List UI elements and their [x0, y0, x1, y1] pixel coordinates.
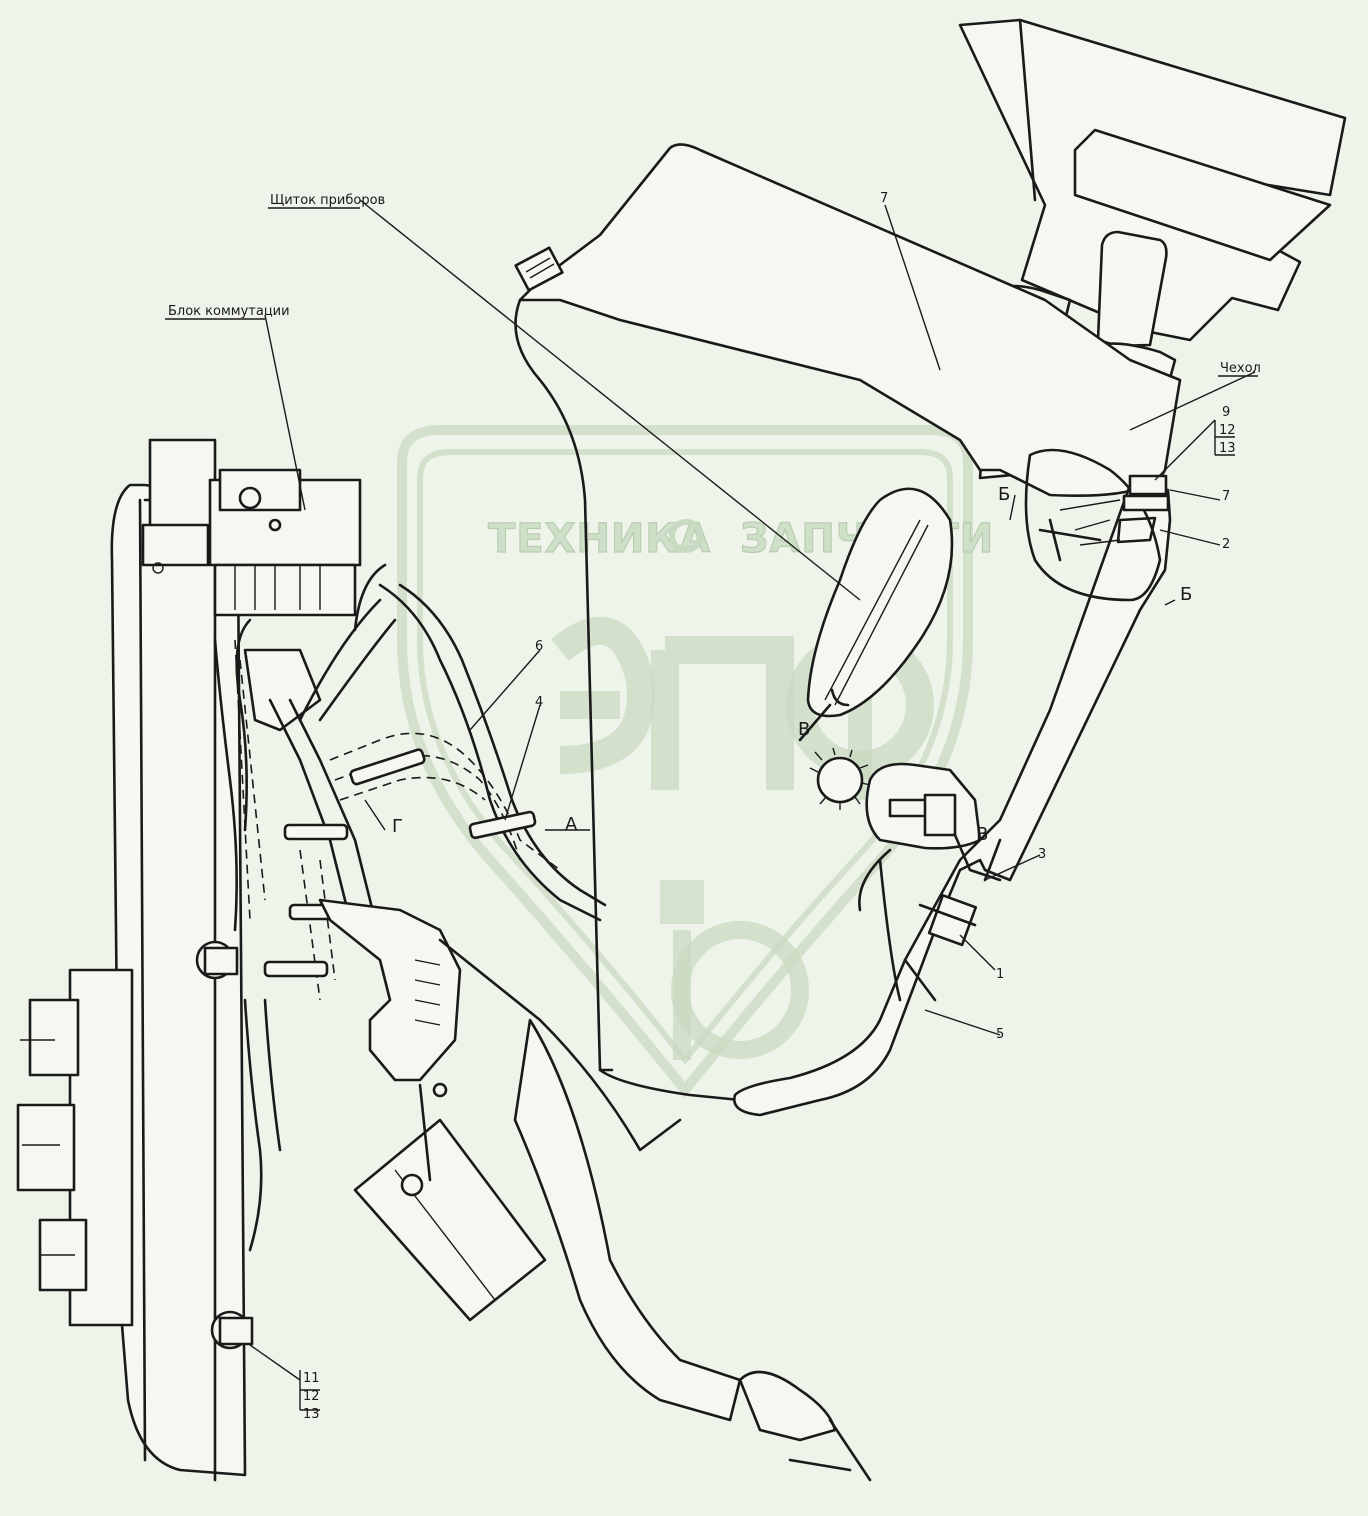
callout-9: 9 — [1222, 405, 1230, 420]
cover-assembly — [733, 448, 1172, 1117]
callout-6: 6 — [535, 639, 543, 654]
callout-7-top: 7 — [880, 191, 888, 206]
callout-12-bottom: 12 — [303, 1389, 320, 1404]
callout-5: 5 — [996, 1027, 1004, 1042]
gear-icon — [669, 519, 703, 553]
leader-lines — [249, 199, 1256, 1411]
section-a: А — [565, 814, 578, 835]
callout-4: 4 — [535, 695, 543, 710]
section-b-lower: Б — [1180, 584, 1192, 605]
section-b-upper: Б — [998, 484, 1010, 505]
callout-1: 1 — [996, 967, 1004, 982]
label-switch-block: Блок коммутации — [168, 304, 290, 319]
callout-13-bottom: 13 — [303, 1407, 320, 1422]
label-cover: Чехол — [1220, 361, 1261, 376]
instrument-panel-housing — [514, 143, 1182, 1102]
callout-7-right: 7 — [1222, 489, 1230, 504]
section-v-lower: В — [976, 824, 988, 845]
callout-3: 3 — [1038, 847, 1046, 862]
lever-assembly — [798, 487, 954, 810]
section-v-upper: В — [798, 719, 810, 740]
labels: Щиток приборов Блок коммутации Чехол 7 9… — [165, 191, 1261, 1422]
callout-12-top: 12 — [1219, 423, 1236, 438]
section-g: Г — [392, 816, 403, 837]
switching-block — [141, 438, 362, 617]
callout-13-top: 13 — [1219, 441, 1236, 456]
label-instrument-panel: Щиток приборов — [270, 193, 385, 208]
pedal-assembly — [318, 898, 872, 1482]
callout-2: 2 — [1222, 537, 1230, 552]
callout-11: 11 — [303, 1371, 320, 1386]
dashboard-panel — [16, 483, 266, 1482]
